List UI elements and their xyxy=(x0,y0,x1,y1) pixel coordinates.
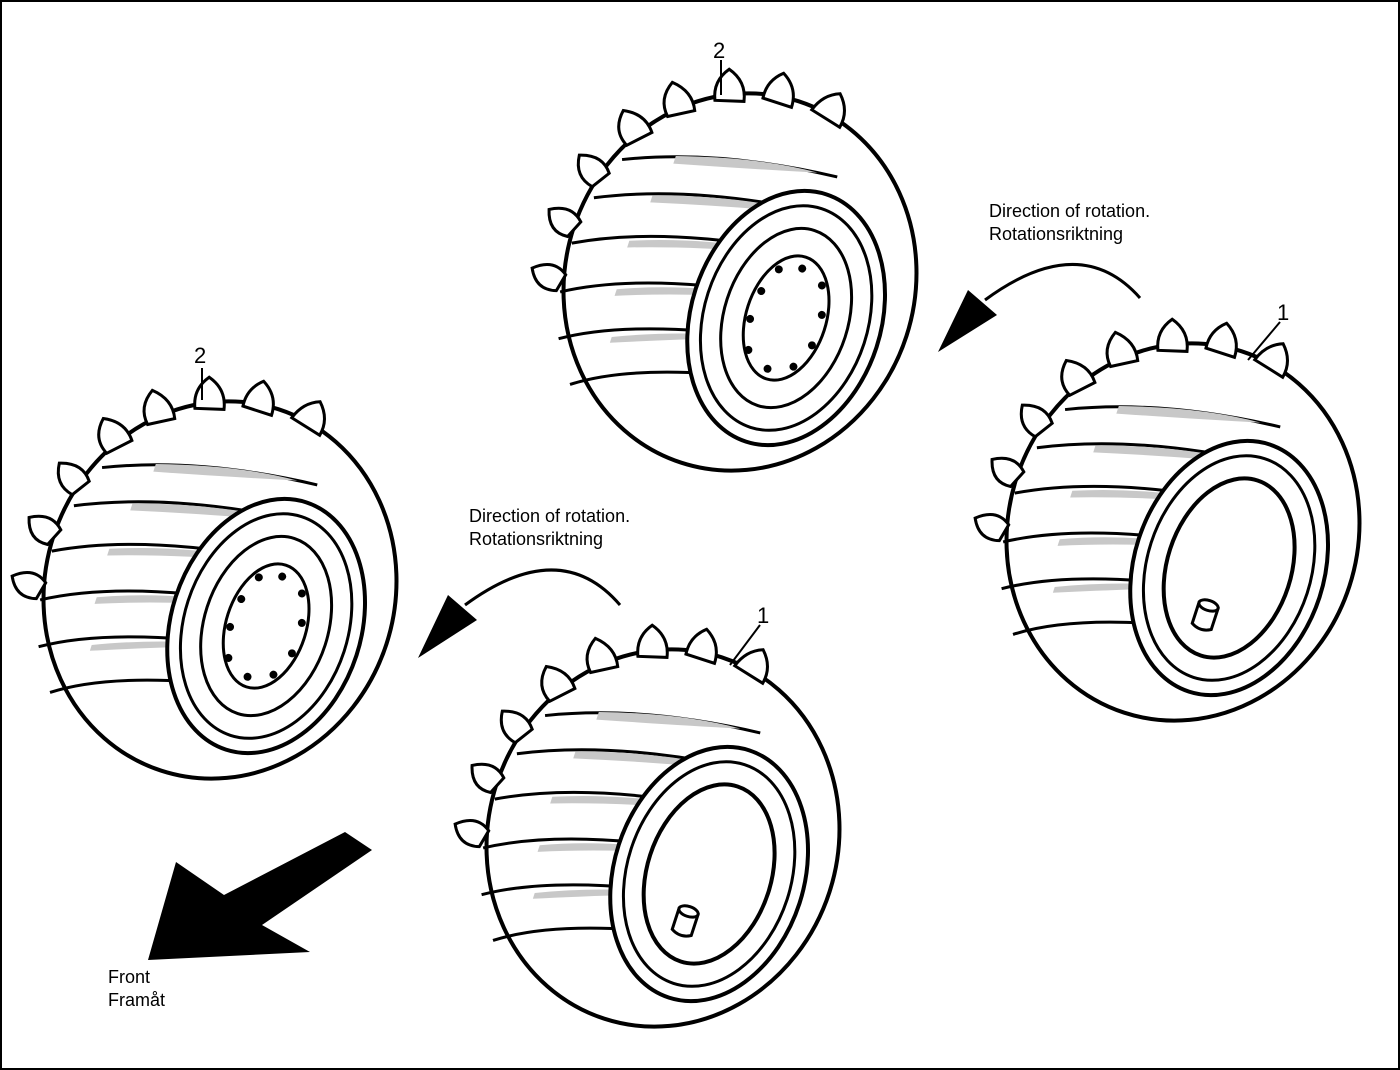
front-label-en: Front xyxy=(108,967,150,987)
rotation-label-upper-sv: Rotationsriktning xyxy=(989,224,1123,244)
tire-top-center xyxy=(485,15,974,519)
tire-left xyxy=(0,323,454,827)
tire-right xyxy=(928,265,1400,769)
rotation-label-upper-en: Direction of rotation. xyxy=(989,201,1150,221)
front-direction-arrow xyxy=(148,832,372,960)
rotation-label-lower-en: Direction of rotation. xyxy=(469,506,630,526)
callout-leader-bottom-center xyxy=(729,624,761,666)
rotation-label-lower-sv: Rotationsriktning xyxy=(469,529,603,549)
tire-bottom-center xyxy=(408,571,897,1070)
callout-number-left: 2 xyxy=(194,343,206,368)
callout-number-bottom-center: 1 xyxy=(757,603,769,628)
callout-number-top-center: 2 xyxy=(713,38,725,63)
callout-leader-right xyxy=(1247,321,1281,361)
rotation-arrow-lower xyxy=(418,568,622,658)
rotation-arrow-upper xyxy=(938,263,1142,352)
front-label-sv: Framåt xyxy=(108,990,165,1010)
callout-number-right: 1 xyxy=(1277,300,1289,325)
